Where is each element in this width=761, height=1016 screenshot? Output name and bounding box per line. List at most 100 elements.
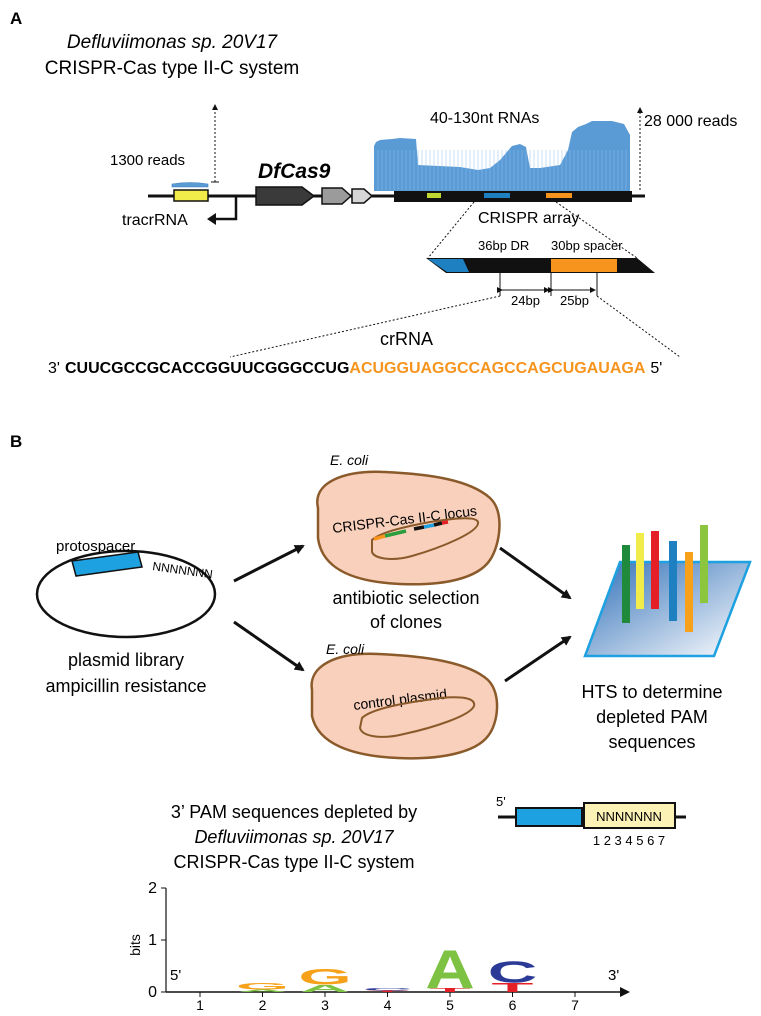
logo-x-tick-label: 6 xyxy=(509,997,517,1013)
logo-x-tick-label: 7 xyxy=(571,997,579,1013)
crrna-label: crRNA xyxy=(380,329,433,349)
promoter-arrow-head xyxy=(207,213,216,225)
species-title: Defluviimonas sp. 20V17 xyxy=(67,32,279,53)
hts-bar-blue xyxy=(669,541,677,621)
crrna-zoom-right xyxy=(596,295,681,358)
spacer-length-label: 30bp spacer xyxy=(551,238,623,253)
dist-spacer-label: 25bp xyxy=(560,293,589,308)
logo-letter-a: A xyxy=(300,983,350,994)
ecoli-cell-control xyxy=(310,652,499,760)
hts-bar-lightgreen xyxy=(700,525,708,603)
cas9-gene-arrow xyxy=(255,186,316,206)
logo-letter-a: A xyxy=(425,939,475,1000)
pam-title-line2: Defluviimonas sp. 20V17 xyxy=(194,827,394,847)
hts-plate xyxy=(583,560,752,658)
logo-x-tick-label: 2 xyxy=(259,997,267,1013)
logo-letter-g: G xyxy=(298,965,351,989)
crrna-repeat-seq: CUUCGCCGCACCGGUUCGGGCCUG xyxy=(65,360,349,377)
selection-label-line2: of clones xyxy=(370,612,442,632)
construct-nnn: NNNNNNN xyxy=(596,809,662,824)
locus-seg-red xyxy=(441,520,449,525)
construct-5prime: 5' xyxy=(496,794,506,809)
logo-5prime: 5' xyxy=(170,967,181,984)
crrna-zoom-left xyxy=(229,295,501,358)
hts-label-line3: sequences xyxy=(608,732,695,752)
zoom-line-right xyxy=(555,201,638,259)
reads-left-label: 1300 reads xyxy=(110,152,185,169)
selection-label-line1: antibiotic selection xyxy=(332,588,479,608)
pam-title-line3: CRISPR-Cas type II-C system xyxy=(173,852,414,872)
cas2-gene-arrow xyxy=(351,188,374,204)
logo-ylabel: bits xyxy=(127,934,143,956)
logo-x-tick-label: 3 xyxy=(321,997,329,1013)
logo-letter-g: G xyxy=(236,982,289,992)
logo-letter-c: C xyxy=(488,956,538,990)
locus-seg-black-2 xyxy=(433,521,443,527)
logo-y-tick-label: 0 xyxy=(148,984,157,1001)
logo-letter-a: A xyxy=(238,989,288,993)
logo-letter-t: T xyxy=(429,987,471,993)
hts-label-line1: HTS to determine xyxy=(581,682,722,702)
locus-seg-green xyxy=(384,529,407,538)
logo-3prime: 3' xyxy=(608,967,619,984)
logo-letter-t: T xyxy=(367,990,409,992)
hts-bar-red xyxy=(651,531,659,609)
crrna-sequence: 3' CUUCGCCGCACCGGUUCGGGCCUGACUGGUAGGCCAGC… xyxy=(48,360,662,377)
hts-bar-yellow xyxy=(636,533,644,609)
locus-seg-orange xyxy=(373,534,386,541)
library-label-line1: plasmid library xyxy=(68,650,184,670)
hts-label-line2: depleted PAM xyxy=(596,707,708,727)
plasmid-nnn-label: NNNNNNN xyxy=(152,559,214,581)
system-title: CRISPR-Cas type II-C system xyxy=(45,58,299,79)
panel-a-label: A xyxy=(10,9,22,28)
logo-y-tick-label: 1 xyxy=(148,932,157,949)
dfcas9-label: DfCas9 xyxy=(258,160,331,183)
control-plasmid-loop xyxy=(358,696,476,738)
library-label-line2: ampicillin resistance xyxy=(45,676,206,696)
ecoli-top-label: E. coli xyxy=(330,452,369,468)
rna-length-label: 40-130nt RNAs xyxy=(430,110,539,127)
arrow-control-to-hts xyxy=(504,635,572,683)
arrow-crispr-to-hts xyxy=(499,546,572,600)
crrna-spacer-seq: ACUGGUAGGCCAGCCAGCUGAUAGA xyxy=(349,360,645,377)
crrna-5prime: 5' xyxy=(650,360,662,377)
logo-x-tick-label: 4 xyxy=(384,997,392,1013)
cas1-gene-arrow xyxy=(321,187,353,205)
pam-title-line1: 3’ PAM sequences depleted by xyxy=(171,802,417,822)
dist-dr-label: 24bp xyxy=(511,293,540,308)
expanded-repeat-blue xyxy=(428,259,469,272)
logo-letter-c: C xyxy=(363,987,413,991)
locus-seg-blue xyxy=(423,523,435,529)
crrna-3prime: 3' xyxy=(48,360,60,377)
tracrrna-label: tracrRNA xyxy=(122,212,188,229)
protospacer-label: protospacer xyxy=(56,538,135,555)
reads-right-label: 28 000 reads xyxy=(644,113,737,130)
hts-bar-orange xyxy=(685,552,693,632)
logo-x-tick-label: 1 xyxy=(196,997,204,1013)
crispr-array-bar xyxy=(394,191,632,202)
array-spacer-green xyxy=(427,193,441,198)
logo-x-axis-head xyxy=(620,987,630,997)
arrow-to-crispr-cell xyxy=(233,544,305,583)
tracrrna-box xyxy=(173,189,209,202)
dr-label: 36bp DR xyxy=(478,238,529,253)
array-spacer-orange xyxy=(546,193,572,198)
zoom-line-left xyxy=(427,201,475,259)
logo-letter-t: T xyxy=(492,980,534,995)
array-spacer-blue xyxy=(484,193,510,198)
promoter-arrow xyxy=(214,196,238,221)
construct-pam-box xyxy=(583,802,676,829)
logo-x-tick-label: 5 xyxy=(446,997,454,1013)
plasmid-library-circle xyxy=(35,549,217,639)
tracrrna-coverage xyxy=(171,182,209,188)
protospacer-box xyxy=(71,551,143,577)
ecoli-bottom-label: E. coli xyxy=(326,641,365,657)
crispr-chromosome-loop xyxy=(371,517,479,560)
hts-bar-green xyxy=(622,545,630,623)
coverage-texture xyxy=(377,150,627,190)
arrow-to-control-cell xyxy=(233,620,305,672)
crispr-array-label: CRISPR array xyxy=(478,210,579,227)
construct-protospacer xyxy=(515,807,583,827)
logo-y-tick-label: 2 xyxy=(148,880,157,897)
